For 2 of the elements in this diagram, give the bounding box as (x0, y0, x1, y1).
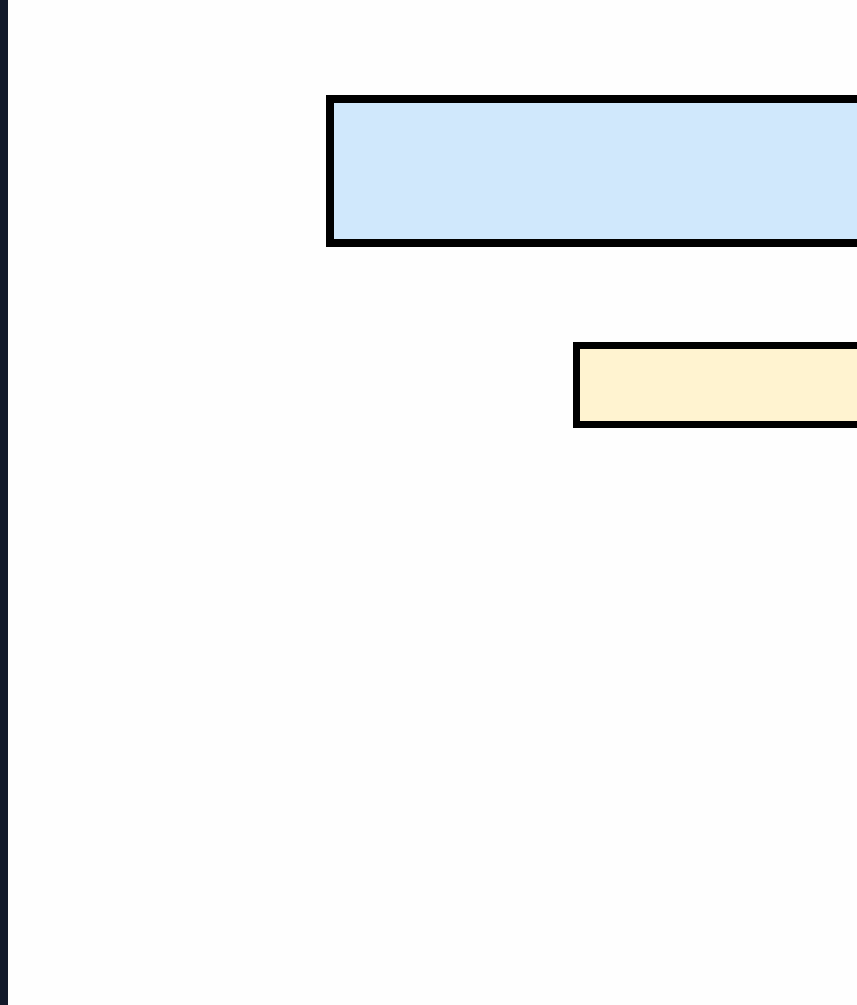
rectangle-box (326, 95, 857, 247)
rectangle-box (573, 342, 857, 428)
